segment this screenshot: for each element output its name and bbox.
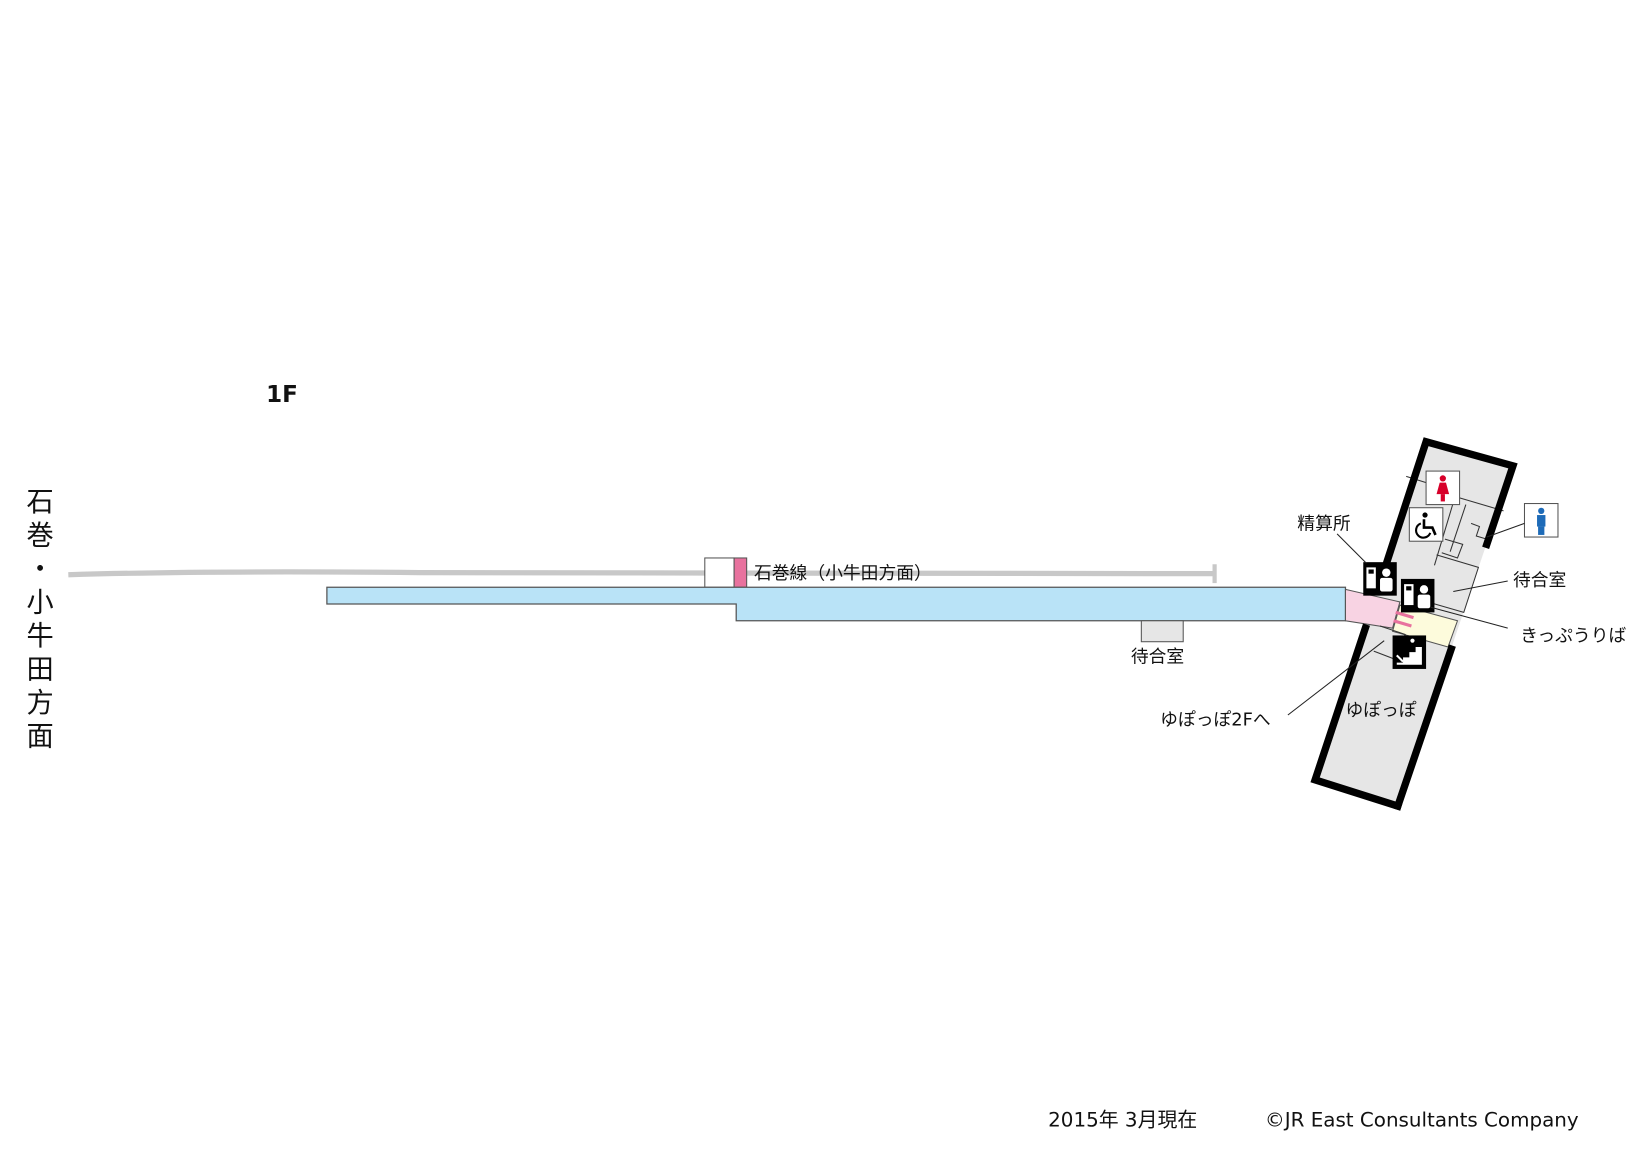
counter-marker <box>1395 610 1414 620</box>
yupoppo-label: ゆぽっぽ <box>1345 700 1416 721</box>
platform <box>326 586 1347 622</box>
direction-label-char: ・ <box>26 554 53 585</box>
direction-label-char: 田 <box>26 654 53 685</box>
mens-restroom-icon <box>1523 503 1559 538</box>
date-label: 2015年 3月現在 <box>1048 1108 1197 1131</box>
direction-label: 石巻・小牛田方面 <box>26 487 53 752</box>
direction-label-char: 小 <box>26 587 53 618</box>
direction-label-char: 方 <box>26 688 53 719</box>
ticket-machine-icon <box>1363 562 1397 596</box>
to-2f-label: ゆぽっぽ2Fへ <box>1160 709 1270 730</box>
waiting-room-platform-label: 待合室 <box>1131 647 1184 668</box>
direction-label-char: 面 <box>26 721 53 752</box>
track-line <box>68 569 1215 578</box>
copyright: ©JR East Consultants Company <box>1265 1108 1579 1131</box>
counter-marker <box>1393 619 1412 628</box>
platform-shelter <box>704 557 735 588</box>
ticket-counter-label: きっぷうりば <box>1520 626 1626 647</box>
womens-restroom-icon <box>1425 470 1461 506</box>
leader-lines <box>1287 522 1525 716</box>
platform-waiting-room <box>1140 620 1184 643</box>
fare-adjustment-label: 精算所 <box>1297 514 1351 535</box>
platform-marker <box>733 557 748 588</box>
entrance-corridor <box>1344 588 1401 629</box>
building-outer-wall <box>1310 437 1518 811</box>
direction-label-char: 巻 <box>26 520 53 551</box>
direction-label-char: 牛 <box>26 621 53 652</box>
floor-label: 1F <box>266 382 298 408</box>
stairs-up-icon <box>1392 635 1427 669</box>
direction-label-char: 石 <box>26 487 53 518</box>
wheelchair-icon <box>1408 507 1444 542</box>
waiting-room-label: 待合室 <box>1513 570 1566 591</box>
track-label: 石巻線（小牛田方面） <box>754 563 932 584</box>
ticket-machine-icon <box>1400 578 1435 613</box>
